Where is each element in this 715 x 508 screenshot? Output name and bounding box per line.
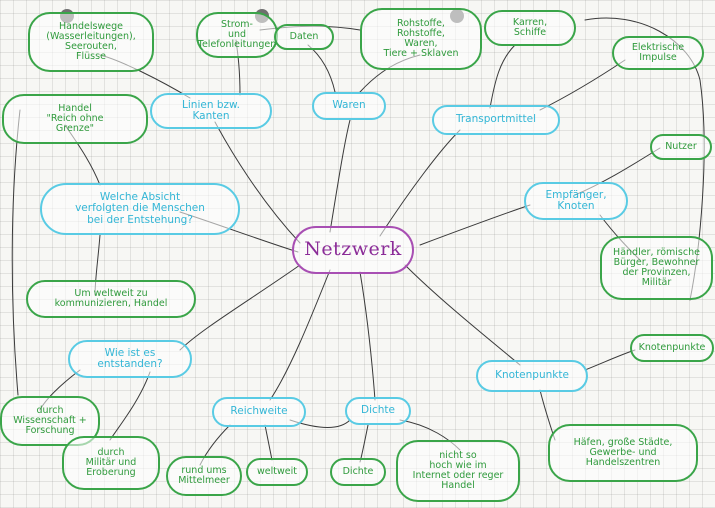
node-absicht: Welche Absicht verfolgten die Menschen b… — [40, 183, 240, 235]
connector-line — [404, 264, 521, 366]
node-transportmittel: Transportmittel — [432, 105, 560, 135]
connector-line — [584, 349, 636, 371]
connector-line — [214, 121, 301, 244]
connector-line — [264, 424, 273, 461]
node-dichte-detail: Dichte — [330, 458, 386, 486]
connector-line — [179, 264, 301, 351]
node-knotenpunkte-detail: Knotenpunkte — [630, 334, 714, 362]
node-dichte: Dichte — [345, 397, 411, 425]
node-entstanden: Wie ist es entstanden? — [68, 340, 192, 378]
node-karren-schiffe: Karren, Schiffe — [484, 10, 576, 46]
node-haendler: Händler, römische Bürger, Bewohner der P… — [600, 236, 713, 300]
center-node: Netzwerk — [292, 226, 414, 274]
connector-line — [379, 129, 461, 237]
node-reichweite: Reichweite — [212, 397, 306, 427]
connector-line — [307, 44, 336, 93]
node-handel-reich: Handel "Reich ohne Grenze" — [2, 94, 148, 144]
connector-line — [11, 109, 21, 396]
connector-line — [359, 424, 369, 463]
node-haefen: Häfen, große Städte, Gewerbe- und Handel… — [548, 424, 698, 482]
connector-line — [269, 269, 331, 401]
node-rohstoffe: Rohstoffe, Rohstoffe, Waren, Tiere + Skl… — [360, 8, 482, 70]
connector-line — [109, 371, 151, 441]
node-militaer: durch Militär und Eroberung — [62, 436, 160, 490]
node-impulse: Elektrische Impulse — [612, 36, 704, 70]
node-mittelmeer: rund ums Mittelmeer — [166, 456, 242, 496]
node-nutzer: Nutzer — [650, 134, 712, 160]
node-linien-kanten: Linien bzw. Kanten — [150, 93, 272, 129]
node-knotenpunkte: Knotenpunkte — [476, 360, 588, 392]
connector-line — [489, 44, 516, 109]
connector-line — [329, 119, 351, 233]
connector-line — [539, 59, 626, 111]
node-strom-telefon: Strom- und Telefonleitungen — [196, 12, 278, 58]
node-kommunizieren: Um weltweit zu kommunizieren, Handel — [26, 280, 196, 318]
connector-line — [359, 271, 376, 401]
node-weltweit: weltweit — [246, 458, 308, 486]
node-daten: Daten — [274, 24, 334, 50]
node-empfaenger: Empfänger, Knoten — [524, 182, 628, 220]
node-waren: Waren — [312, 92, 386, 120]
node-handelswege: Handelswege (Wasserleitungen), Seerouten… — [28, 12, 154, 72]
connector-line — [419, 204, 531, 246]
node-internet: nicht so hoch wie im Internet oder reger… — [396, 440, 520, 502]
